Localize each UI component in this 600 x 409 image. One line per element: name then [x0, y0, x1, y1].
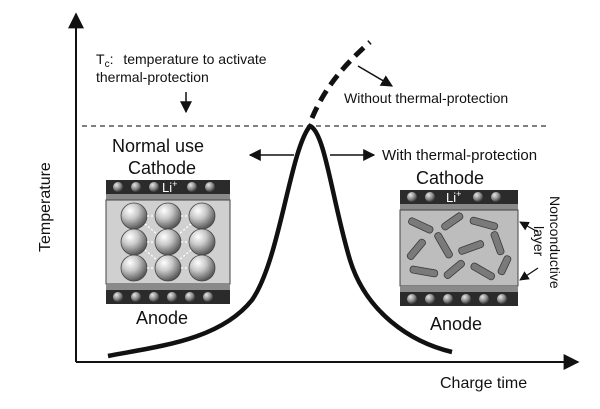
- without-protection-label: Without thermal-protection: [344, 90, 508, 106]
- anode-right-label: Anode: [430, 314, 482, 334]
- cathode-right-label: Cathode: [416, 168, 484, 188]
- normal-cell: Li+: [105, 179, 231, 304]
- protected-cell: Li+: [399, 189, 519, 306]
- anode-left-label: Anode: [136, 308, 188, 328]
- x-axis-label: Charge time: [440, 375, 527, 392]
- anode-right-li-balls: [407, 294, 507, 304]
- without-protection-arrow: [357, 65, 394, 87]
- cathode-left-li-balls: [113, 182, 215, 192]
- cathode-right-grey-layer: [400, 204, 518, 210]
- nonconductive-pointer-top: [519, 221, 539, 233]
- without-protection-curve: [309, 40, 372, 119]
- anode-left-grey-layer: [106, 284, 230, 290]
- nonconductive-label-line1: Nonconductive: [547, 196, 563, 289]
- li-left-label: Li+: [162, 179, 177, 195]
- y-axis-label: Temperature: [37, 162, 54, 252]
- cathode-left-label: Cathode: [128, 158, 196, 178]
- cathode-left-grey-layer: [106, 194, 230, 200]
- anode-left-li-balls: [113, 292, 213, 302]
- with-protection-label: With thermal-protection: [382, 147, 537, 164]
- anode-right-grey-layer: [400, 286, 518, 292]
- nonconductive-label-line2: layer: [531, 226, 547, 257]
- cathode-right-li-balls: [407, 192, 501, 202]
- nonconductive-pointer-bottom: [519, 267, 539, 281]
- nonconductive-rods: [406, 212, 512, 281]
- li-right-label: Li+: [446, 189, 461, 205]
- conduction-paths: [144, 215, 192, 269]
- tc-definition-line2: thermal-protection: [96, 69, 209, 85]
- normal-use-label: Normal use: [112, 136, 204, 156]
- tc-definition-line1: Tc: temperature to activate: [96, 51, 267, 70]
- conductive-spheres: [120, 202, 216, 282]
- with-protection-curve: [107, 123, 453, 359]
